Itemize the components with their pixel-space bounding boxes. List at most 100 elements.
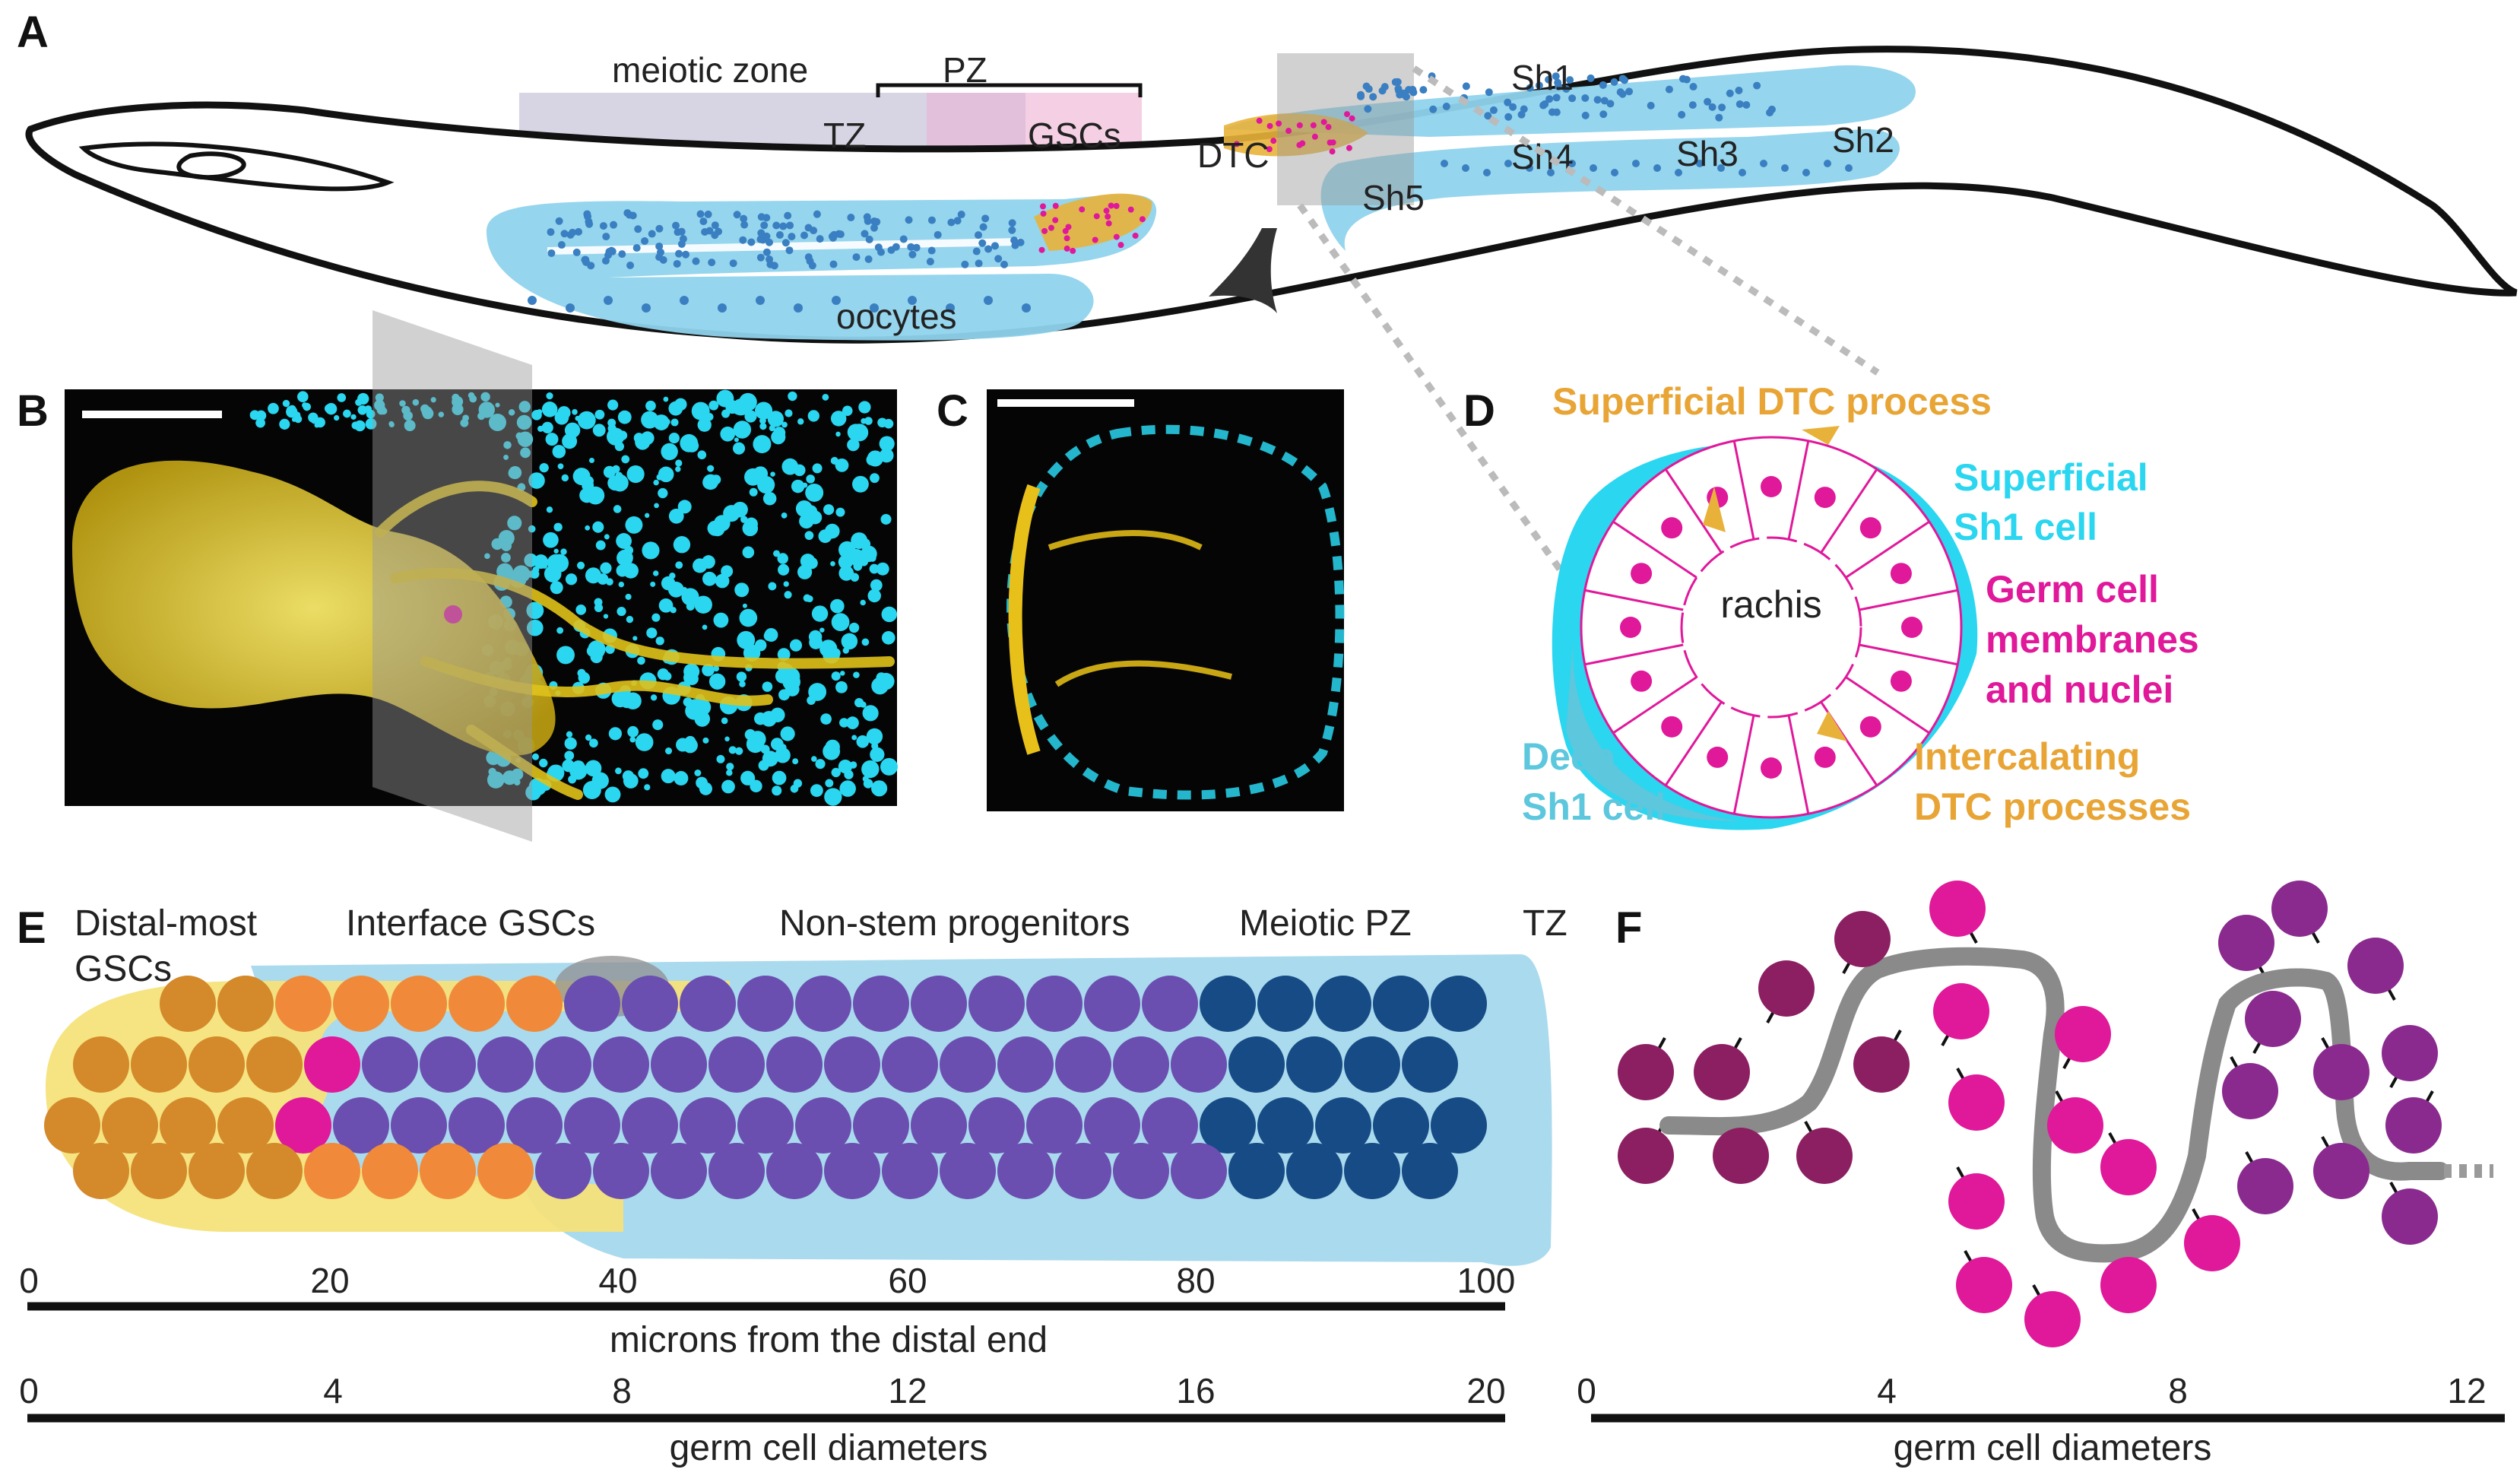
sheath-puncta bbox=[526, 570, 534, 578]
sheath-puncta bbox=[675, 778, 682, 785]
sheath-puncta bbox=[831, 671, 841, 681]
gsc-nucleus bbox=[1063, 245, 1070, 252]
sheath-puncta bbox=[841, 633, 858, 650]
germ-nucleus bbox=[705, 227, 714, 235]
germ-cell-f bbox=[1948, 1074, 2005, 1131]
diam-f-tick-4: 4 bbox=[1877, 1371, 1897, 1411]
diameters-axis-f: 0 4 8 12 germ cell diameters bbox=[1577, 1371, 2505, 1468]
sheath-puncta bbox=[607, 475, 623, 491]
sheath-puncta bbox=[577, 411, 596, 430]
germ-nucleus bbox=[602, 233, 610, 241]
sheath-puncta bbox=[546, 392, 553, 400]
label-deep-2: Sh1 cell bbox=[1522, 785, 1666, 828]
sheath-puncta bbox=[641, 411, 659, 429]
sheath-puncta bbox=[520, 447, 531, 459]
panel-d: D rachis Superficial DTC process Superfi… bbox=[1463, 380, 2199, 830]
germ-nucleus bbox=[655, 242, 664, 250]
germ-nucleus bbox=[994, 255, 1003, 263]
germ-nucleus bbox=[1489, 106, 1498, 114]
germ-cell-e bbox=[246, 1036, 303, 1093]
sheath-puncta bbox=[572, 408, 578, 415]
posterior-gonad-lower bbox=[1320, 129, 1900, 251]
sheath-puncta bbox=[810, 784, 823, 798]
sheath-puncta bbox=[552, 445, 566, 459]
gsc-nucleus bbox=[1256, 117, 1263, 124]
oocyte-nucleus bbox=[946, 303, 955, 313]
microns-tick-20: 20 bbox=[310, 1261, 349, 1300]
germ-nucleus bbox=[1678, 110, 1686, 119]
sheath-puncta bbox=[721, 717, 728, 725]
sheath-puncta bbox=[879, 436, 895, 452]
gsc-nucleus bbox=[1127, 206, 1134, 213]
sheath-puncta bbox=[702, 624, 708, 630]
sheath-puncta bbox=[665, 747, 673, 755]
pharynx-bulb bbox=[176, 151, 246, 180]
sheath-puncta bbox=[867, 589, 881, 603]
gsc-nucleus bbox=[1349, 115, 1355, 122]
germ-cell-e bbox=[1026, 1097, 1082, 1154]
germ-cell-membrane bbox=[1664, 701, 1723, 786]
sheath-puncta bbox=[640, 431, 655, 446]
germ-cell-f bbox=[2047, 1097, 2103, 1154]
germ-nucleus bbox=[575, 227, 583, 236]
sheath-puncta bbox=[637, 656, 645, 665]
germ-nucleus bbox=[1562, 84, 1571, 93]
germ-nucleus bbox=[961, 260, 969, 268]
sheath-puncta bbox=[656, 474, 663, 481]
germ-cell-e bbox=[160, 976, 216, 1032]
germ-cell-e bbox=[593, 1143, 649, 1199]
germ-cell-e bbox=[1344, 1143, 1400, 1199]
germ-nucleus bbox=[1008, 219, 1016, 227]
sheath-puncta bbox=[546, 506, 553, 513]
diam-f-axis-label: germ cell diameters bbox=[1894, 1428, 2212, 1468]
diam-e-tick-20: 20 bbox=[1466, 1371, 1505, 1411]
germ-nucleus bbox=[927, 216, 936, 224]
sheath-puncta bbox=[673, 536, 691, 554]
sheath-puncta bbox=[804, 531, 814, 541]
oocyte-nucleus bbox=[1022, 303, 1031, 313]
diam-f-tick-0: 0 bbox=[1577, 1371, 1596, 1411]
dtc-intercalating bbox=[1054, 660, 1232, 687]
germ-nucleus bbox=[1509, 103, 1517, 111]
sheath-puncta bbox=[365, 418, 377, 430]
sheath-puncta bbox=[830, 561, 835, 566]
germ-nucleus bbox=[1441, 160, 1448, 167]
gsc-nucleus bbox=[1266, 122, 1273, 129]
sheath-puncta bbox=[773, 427, 786, 439]
germ-cell-membrane bbox=[1612, 676, 1697, 735]
germ-cell-e bbox=[1286, 1143, 1342, 1199]
sheath-puncta bbox=[550, 581, 563, 595]
germ-cell-f bbox=[2218, 915, 2274, 971]
sheath-puncta bbox=[809, 636, 823, 649]
germ-cell-e bbox=[1200, 976, 1256, 1032]
gsc-nucleus bbox=[1320, 119, 1327, 125]
germ-nucleus bbox=[861, 230, 869, 238]
sheath-puncta bbox=[876, 562, 889, 576]
germ-nucleus bbox=[1610, 78, 1618, 86]
germ-cell-e bbox=[1373, 1097, 1429, 1154]
germ-nucleus bbox=[852, 253, 861, 262]
sheath-puncta bbox=[883, 418, 894, 429]
sheath-puncta bbox=[670, 418, 679, 427]
germ-cell-e bbox=[737, 976, 794, 1032]
germ-nucleus bbox=[981, 214, 990, 223]
gsc-nucleus bbox=[1296, 141, 1303, 148]
sheath-puncta bbox=[282, 399, 290, 408]
label-gscs: GSCs bbox=[1028, 116, 1121, 155]
sheath-puncta bbox=[708, 673, 726, 690]
germ-nucleus bbox=[1429, 105, 1438, 113]
rachis-circle bbox=[1680, 536, 1862, 719]
sheath-puncta bbox=[588, 457, 594, 464]
pz-bracket bbox=[876, 83, 1143, 97]
oocyte-nucleus bbox=[832, 296, 841, 305]
sheath-puncta bbox=[652, 719, 664, 731]
sheath-puncta bbox=[859, 557, 869, 566]
sheath-puncta bbox=[543, 532, 559, 548]
germ-nucleus-d bbox=[1859, 517, 1881, 539]
germ-nucleus bbox=[813, 210, 821, 218]
germ-cell-e bbox=[882, 1036, 938, 1093]
sheath-puncta bbox=[661, 443, 678, 461]
germ-nucleus bbox=[927, 246, 936, 255]
label-sh3: Sh3 bbox=[1676, 134, 1739, 173]
sheath-puncta bbox=[564, 422, 581, 439]
